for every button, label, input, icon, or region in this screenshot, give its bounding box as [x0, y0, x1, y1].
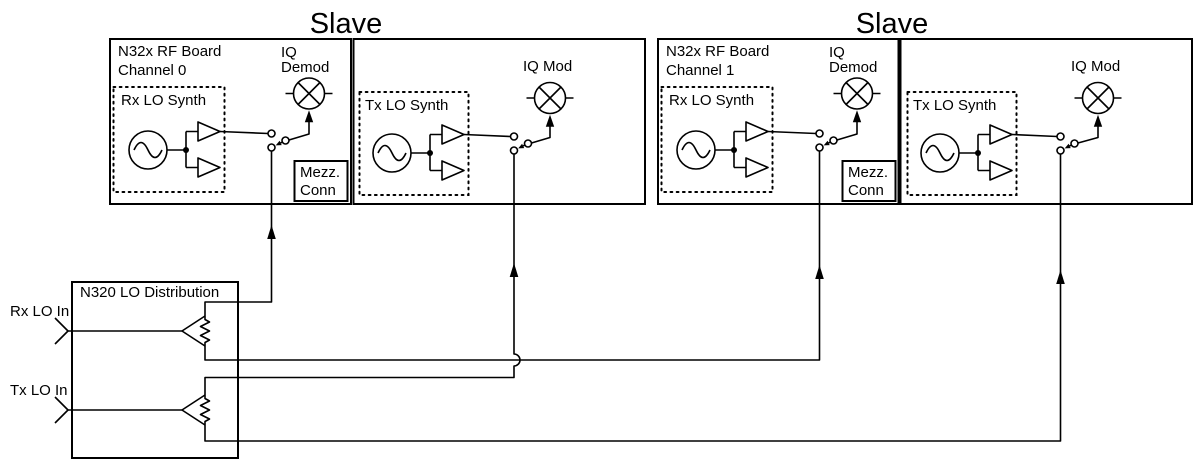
rx-lo-synth-box	[660, 86, 774, 193]
rx-lo-switch	[267, 129, 290, 152]
tx-lo-synth-label: Tx LO Synth	[365, 97, 448, 114]
board-name-line1: N32x RF Board	[118, 43, 221, 60]
lo-distribution-group: N320 LO Distribution Rx LO In Tx LO In	[10, 281, 239, 459]
amp-to-switch-wire	[767, 130, 817, 135]
switch-to-mixer-wire	[836, 121, 858, 141]
tx-lo-synth-label: Tx LO Synth	[913, 97, 996, 114]
lo-distribution-title: N320 LO Distribution	[80, 284, 219, 301]
up-arrowhead	[1056, 270, 1065, 284]
iq-demod-label-line2: Demod	[829, 59, 877, 76]
board-name-line1: N32x RF Board	[666, 43, 769, 60]
rx-lo-in-port-icon	[54, 317, 69, 345]
mezz-conn-line2: Conn	[848, 182, 884, 199]
wire-tx-lo-to-slave2	[204, 154, 1062, 442]
iq-demod-mixer	[284, 77, 334, 110]
slave-1-group: Slave N32x RF Board Channel 0 Rx LO Synt…	[109, 8, 646, 205]
rx-lo-synth-core	[128, 121, 221, 178]
tx-board-box	[899, 38, 1193, 205]
up-arrowhead	[304, 110, 314, 123]
wire-tx-lo-to-slave1	[204, 154, 521, 395]
iq-mod-label: IQ Mod	[1071, 58, 1120, 75]
switch-to-mixer-wire	[1077, 126, 1099, 144]
tx-board-box	[352, 38, 646, 205]
amp-to-switch-wire	[1011, 133, 1058, 138]
up-arrowhead	[545, 114, 555, 127]
rf-board-channel1-box	[657, 38, 900, 205]
board-name-line2: Channel 0	[118, 62, 186, 79]
rx-lo-switch	[815, 129, 838, 152]
rx-lo-synth-label: Rx LO Synth	[121, 92, 206, 109]
rx-splitter	[181, 315, 211, 347]
tx-lo-in-label: Tx LO In	[10, 382, 68, 399]
iq-demod-label-line1: IQ	[281, 44, 297, 61]
iq-mod-mixer	[525, 81, 575, 115]
lo-feed-wires	[204, 151, 1065, 442]
iq-demod-label-line1: IQ	[829, 44, 845, 61]
switch-to-mixer-wire	[288, 121, 310, 141]
tx-board-slave2: Tx LO Synth IQ Mod	[899, 38, 1193, 205]
up-arrowhead	[1093, 114, 1103, 127]
up-arrowhead	[267, 225, 276, 239]
rf-board-channel1: N32x RF Board Channel 1 Rx LO Synth IQ D…	[657, 38, 900, 205]
board-name-line2: Channel 1	[666, 62, 734, 79]
iq-mod-mixer	[1073, 81, 1123, 115]
rx-lo-synth-label: Rx LO Synth	[669, 92, 754, 109]
tx-lo-synth-box	[358, 91, 470, 196]
mezz-conn-line2: Conn	[300, 182, 336, 199]
rx-lo-synth-core	[676, 121, 769, 178]
rf-board-channel0-box	[109, 38, 352, 205]
up-arrowhead	[815, 265, 824, 279]
tx-board-slave1: Tx LO Synth IQ Mod	[352, 38, 646, 205]
rf-board-channel0: N32x RF Board Channel 0 Rx LO Synth IQ D…	[109, 38, 352, 205]
mezz-conn-box	[841, 160, 897, 202]
amp-to-switch-wire	[463, 133, 511, 138]
up-arrowhead	[852, 110, 862, 123]
lo-distribution-box	[71, 281, 239, 459]
iq-demod-mixer	[832, 77, 882, 110]
mezz-conn-line1: Mezz.	[300, 164, 340, 181]
rx-lo-synth-box	[112, 86, 226, 193]
tx-lo-synth-box	[906, 91, 1018, 196]
up-arrowhead	[509, 263, 519, 277]
mezz-conn-box	[293, 160, 349, 202]
mezz-conn-line1: Mezz.	[848, 164, 888, 181]
switch-to-mixer-wire	[531, 126, 551, 144]
rx-lo-in-label: Rx LO In	[10, 303, 69, 320]
wire-rx-lo-to-channel1	[204, 151, 821, 361]
slave-2-group: Slave N32x RF Board Channel 1 Rx LO Synt…	[657, 8, 1193, 205]
amp-to-switch-wire	[219, 130, 269, 135]
tx-lo-synth-core	[920, 124, 1013, 181]
slave-1-title: Slave	[310, 8, 383, 40]
iq-mod-label: IQ Mod	[523, 58, 572, 75]
tx-splitter	[181, 394, 211, 426]
tx-lo-in-port-icon	[54, 396, 69, 424]
slave-2-title: Slave	[856, 8, 929, 40]
tx-lo-synth-core	[372, 124, 465, 181]
iq-demod-label-line2: Demod	[281, 59, 329, 76]
tx-lo-switch	[1056, 132, 1079, 155]
tx-lo-switch	[509, 132, 533, 155]
